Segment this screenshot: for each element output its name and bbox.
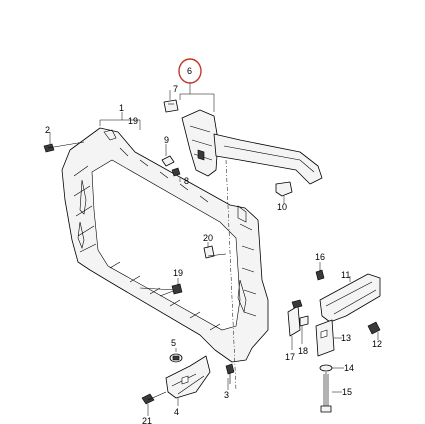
label-part-5: 5: [171, 338, 176, 348]
bracket-4: [165, 355, 211, 399]
washer-14: [319, 364, 333, 372]
label-part-16: 16: [315, 252, 325, 262]
label-part-7: 7: [173, 84, 178, 94]
label-part-17: 17: [285, 352, 295, 362]
fastener-2: [43, 141, 85, 153]
fastener-5: [169, 353, 183, 363]
label-part-18: 18: [298, 346, 308, 356]
label-part-2: 2: [45, 125, 50, 135]
label-part-20: 20: [203, 233, 213, 243]
clip-18: [299, 315, 309, 327]
label-part-4: 4: [174, 407, 179, 417]
leader-lines: [49, 82, 379, 416]
part-labels: 1 19 2 6 7 9 8 10 20 19 16 11 13 12 17 1…: [45, 66, 382, 424]
bracket-13: [315, 319, 335, 357]
label-part-19-top: 19: [128, 116, 138, 126]
fastener-20: [203, 245, 227, 259]
fastener-9: [161, 155, 175, 167]
label-part-13: 13: [341, 333, 351, 343]
clip-19: [171, 283, 183, 295]
highlight-circle: [178, 58, 202, 84]
label-part-9: 9: [164, 135, 169, 145]
bolt-15: [320, 372, 332, 413]
bolt-3: [225, 363, 235, 384]
fastener-8: [171, 167, 181, 177]
label-part-11: 11: [341, 270, 350, 280]
label-part-10: 10: [277, 202, 287, 212]
label-part-15: 15: [342, 387, 352, 397]
label-part-6: 6: [187, 66, 192, 76]
radiator-support-frame: [61, 127, 269, 363]
label-part-19-mid: 19: [173, 268, 183, 278]
label-part-12: 12: [372, 339, 382, 349]
label-part-14: 14: [344, 363, 354, 373]
bolt-21: [141, 391, 167, 405]
label-part-1: 1: [119, 103, 124, 113]
label-part-3: 3: [224, 390, 229, 400]
label-part-21: 21: [142, 416, 152, 424]
bracket-assembly: [163, 99, 323, 391]
bracket-11: [319, 273, 381, 323]
bracket-17: [287, 299, 303, 337]
label-part-8: 8: [184, 176, 189, 186]
bolt-12: [367, 321, 381, 335]
